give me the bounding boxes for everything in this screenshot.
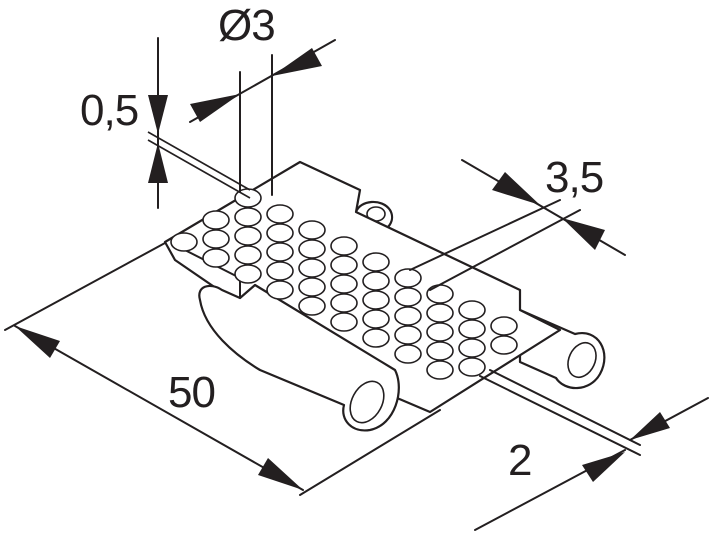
perforation-hole [394, 268, 422, 288]
perforation-hole [266, 261, 294, 281]
perforation-hole [234, 245, 262, 265]
right-knuckle-hole [567, 341, 597, 379]
width-arrow-left [15, 326, 60, 358]
perforation-hole [458, 338, 486, 358]
thickness-arrow-bottom [582, 452, 625, 482]
perforation-hole [266, 280, 294, 300]
dimension-labels: Ø3 0,5 3,5 50 2 [80, 1, 604, 485]
pitch-ext-left [409, 199, 561, 271]
perforation-hole [426, 322, 454, 342]
offset-ext-bottom [147, 139, 251, 199]
perforation-hole [490, 316, 518, 336]
perforation-hole [362, 252, 390, 272]
thickness-label: 2 [508, 436, 531, 485]
perforation-hole [298, 277, 326, 297]
perforation-hole [330, 236, 358, 256]
perforation-hole [394, 287, 422, 307]
perforation-hole [234, 207, 262, 227]
perforation-hole [394, 306, 422, 326]
offset-arrow-bottom [148, 143, 168, 183]
perforation-hole [266, 223, 294, 243]
offset-arrow-top [148, 95, 168, 134]
perforation-hole [362, 309, 390, 329]
front-knuckle-hole [349, 380, 385, 424]
pitch-arrow-left [492, 172, 540, 205]
width-arrow-right [258, 458, 303, 490]
perforation-hole [458, 300, 486, 320]
offset-ext-top [147, 131, 251, 191]
thickness-ext-top [489, 369, 641, 446]
width-ext-left [4, 242, 166, 331]
pitch-label: 3,5 [545, 153, 603, 202]
perforation-hole [394, 344, 422, 364]
offset-label: 0,5 [80, 86, 138, 135]
perforation-hole [234, 226, 262, 246]
thickness-arrow-top [630, 412, 670, 440]
perforation-hole [298, 220, 326, 240]
perforation-hole [426, 303, 454, 323]
perforation-hole [202, 229, 230, 249]
pitch-arrow-right [562, 218, 605, 250]
perforation-hole [266, 204, 294, 224]
perforation-hole [330, 293, 358, 313]
dimension-lines [4, 37, 709, 531]
perforation-hole [330, 274, 358, 294]
perforation-hole [202, 210, 230, 230]
perforation-hole [426, 341, 454, 361]
perforation-hole [394, 325, 422, 345]
perforation-hole [298, 258, 326, 278]
width-label: 50 [168, 368, 215, 417]
perforation-hole [458, 357, 486, 377]
diameter-arrow-right [272, 48, 322, 76]
perforation-hole [330, 255, 358, 275]
thickness-ext-bottom [479, 375, 641, 456]
perforation-hole [298, 239, 326, 259]
diameter-arrow-left [190, 94, 240, 122]
perforation-hole [426, 360, 454, 380]
perforation-hole [170, 232, 198, 252]
perforation-hole [362, 290, 390, 310]
diameter-label: Ø3 [218, 1, 275, 50]
perforation-hole [330, 312, 358, 332]
perforation-hole [458, 319, 486, 339]
perforation-hole [202, 248, 230, 268]
width-ext-right [299, 409, 441, 496]
pitch-ext-right [429, 209, 581, 291]
perforation-hole [426, 284, 454, 304]
perforation-hole [266, 242, 294, 262]
perforation-holes [170, 188, 518, 380]
front-knuckle [198, 283, 400, 432]
perforation-hole [362, 328, 390, 348]
perforation-hole [298, 296, 326, 316]
perforation-hole [490, 335, 518, 355]
perforation-hole [234, 264, 262, 284]
perforation-hole [362, 271, 390, 291]
width-dim-line [14, 325, 304, 491]
